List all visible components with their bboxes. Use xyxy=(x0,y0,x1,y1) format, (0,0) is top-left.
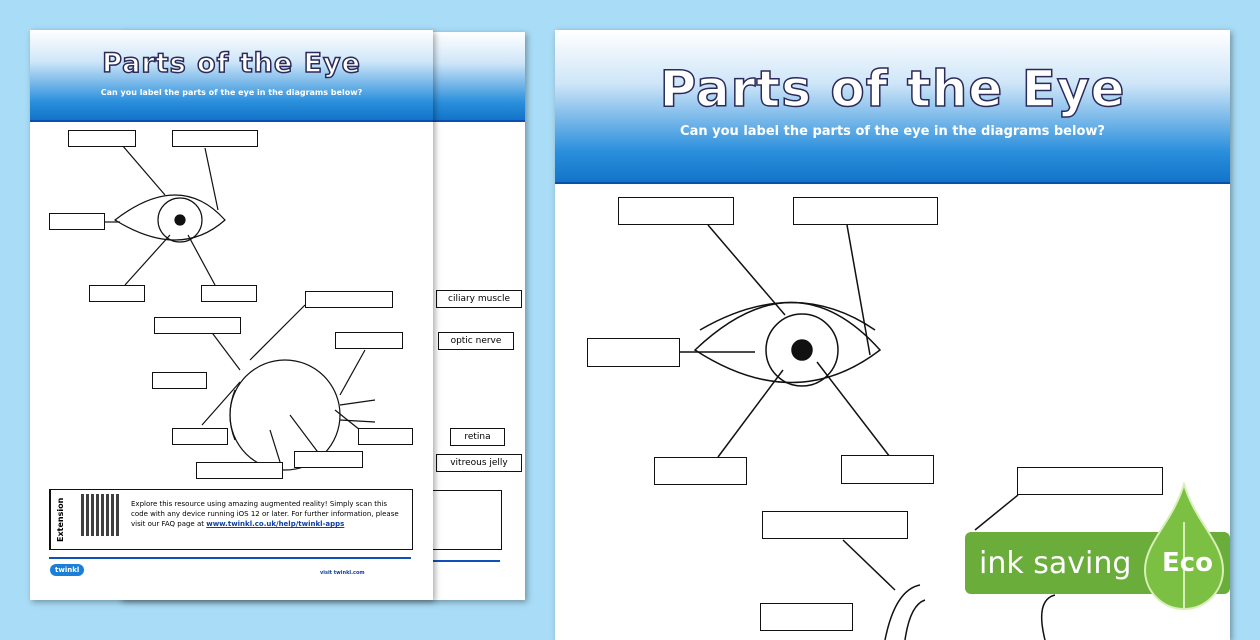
label-box[interactable] xyxy=(793,197,938,225)
label-box[interactable] xyxy=(335,332,403,349)
qr-code[interactable] xyxy=(81,494,121,536)
eco-label: Eco xyxy=(1162,548,1214,578)
label-box[interactable] xyxy=(68,130,136,147)
label-box[interactable] xyxy=(172,130,258,147)
label-box[interactable] xyxy=(654,457,747,485)
label-box[interactable] xyxy=(305,291,393,308)
label-box[interactable] xyxy=(358,428,413,445)
worksheet-header: Parts of the Eye Can you label the parts… xyxy=(555,30,1230,184)
label-box[interactable] xyxy=(587,338,680,367)
label-ciliary-muscle: ciliary muscle xyxy=(436,290,522,308)
worksheet-front-small: Parts of the Eye Can you label the parts… xyxy=(30,30,433,600)
worksheet-front-large: Parts of the Eye Can you label the parts… xyxy=(555,30,1230,640)
extension-box: Extension Explore this resource using am… xyxy=(49,489,413,550)
eye-diagrams xyxy=(105,144,376,471)
leaf-drop-icon xyxy=(1143,482,1225,610)
label-box[interactable] xyxy=(172,428,228,445)
label-vitreous-jelly: vitreous jelly xyxy=(436,454,522,472)
label-box[interactable] xyxy=(618,197,734,225)
label-box[interactable] xyxy=(201,285,257,302)
twinkl-logo: twinkl xyxy=(50,564,85,576)
worksheet-header: Parts of the Eye Can you label the parts… xyxy=(30,30,433,122)
label-box[interactable] xyxy=(760,603,853,631)
label-box[interactable] xyxy=(154,317,241,334)
faq-link[interactable]: www.twinkl.co.uk/help/twinkl-apps xyxy=(206,520,345,528)
label-box[interactable] xyxy=(1017,467,1163,495)
label-box[interactable] xyxy=(196,462,283,479)
label-box[interactable] xyxy=(152,372,207,389)
label-box[interactable] xyxy=(294,451,363,468)
label-box[interactable] xyxy=(762,511,908,539)
label-box[interactable] xyxy=(49,213,105,230)
label-optic-nerve: optic nerve xyxy=(438,332,514,350)
label-box[interactable] xyxy=(841,455,934,484)
label-retina: retina xyxy=(450,428,505,446)
label-box[interactable] xyxy=(89,285,145,302)
